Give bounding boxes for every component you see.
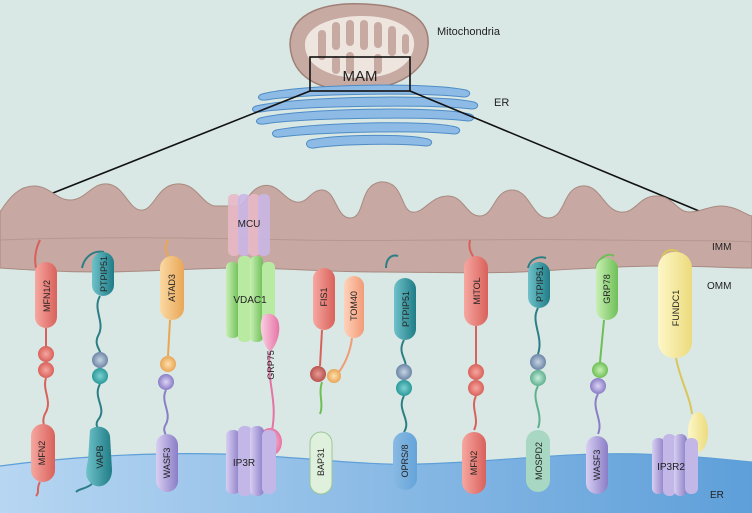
ip3r-channel [226,426,276,496]
fis1-tom40-bap31-tether: FIS1 TOM40 BAP31 [309,268,364,495]
wasf3-label-b: WASF3 [592,450,602,481]
mam-label: MAM [343,68,378,85]
er-stack-icon [252,84,479,149]
oprs18-label: OPRS/8 [400,444,410,477]
bap31-label: BAP31 [316,448,326,476]
vdac1-channel [226,256,275,342]
ptpip51-label-a: PTPIP51 [99,256,109,292]
grp75-label: GRP75 [266,350,276,380]
mitol-label: MITOL [472,277,482,304]
tom40-label: TOM40 [349,291,359,321]
fis1-label: FIS1 [319,287,329,306]
wasf3-label-a: WASF3 [162,448,172,479]
grp78-label: GRP78 [602,274,612,304]
mfn12-label: MFN1/2 [42,280,52,312]
mcu-channel [228,194,270,256]
ip3r2-channel [652,434,698,496]
mfn2-label-b: MFN2 [469,451,479,476]
ip3r-label: IP3R [233,458,255,469]
ptpip51-vapb-tether: PTPIP51 VAPB [75,250,114,493]
zoom-line-right [409,90,752,234]
ptpip51-mospd2-tether: PTPIP51 MOSPD2 [526,256,550,492]
mitochondria-label: Mitochondria [437,26,501,38]
mitol-mfn2-tether: MITOL MFN2 [462,239,488,494]
mcu-label: MCU [238,219,261,230]
mitochondrial-membrane [0,181,752,274]
mfn2-label-a: MFN2 [37,441,47,466]
fundc1-ip3r2-tether: FUNDC1 IP3R2 [652,249,708,496]
mam-zoom-box [309,56,411,92]
atad3-wasf3-tether: ATAD3 WASF3 [156,239,184,492]
vdac1-label: VDAC1 [233,295,267,306]
er-membrane [0,453,752,513]
fundc1-label: FUNDC1 [671,290,681,327]
atad3-label: ATAD3 [167,274,177,302]
ptpip51-label-c: PTPIP51 [535,266,545,302]
imm-label: IMM [712,242,731,253]
ptpip51-oprs18-tether: PTPIP51 OPRS/8 [385,254,417,490]
ptpip51-label-b: PTPIP51 [401,291,411,327]
mospd2-label: MOSPD2 [534,442,544,480]
ip3r2-label: IP3R2 [657,462,685,473]
er-label: ER [710,490,724,501]
imm-omm-boundary [0,237,752,243]
vapb-label: VAPB [95,445,105,468]
mitochondrion-icon [289,2,429,91]
er-top-label: ER [494,97,509,109]
mfn12-mfn2-tether: MFN1/2 MFN2 [31,239,57,497]
grp78-wasf3-tether: GRP78 WASF3 [586,253,618,494]
omm-label: OMM [707,281,731,292]
mcu-vdac1-grp75-ip3r-complex: MCU VDAC1 GRP75 IP3R [226,194,282,496]
